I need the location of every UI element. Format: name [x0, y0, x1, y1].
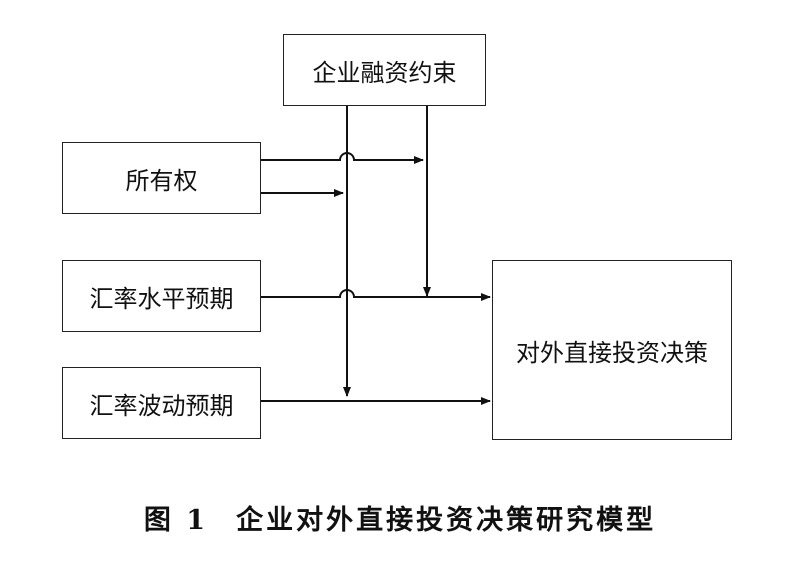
node-exchange-volatility-expectation: 汇率波动预期 — [62, 367, 261, 439]
node-ownership: 所有权 — [62, 142, 261, 214]
arrow-ownership-to-constraint-path — [261, 152, 424, 164]
node-financing-constraint: 企业融资约束 — [283, 34, 486, 106]
figure-caption: 图 1 企业对外直接投资决策研究模型 — [0, 498, 800, 537]
node-financing-constraint-label: 企业融资约束 — [312, 58, 457, 87]
node-ofdi-decision-label: 对外直接投资决策 — [516, 338, 708, 367]
figure-label: 图 1 — [143, 505, 209, 536]
arrow-level-to-decision — [261, 289, 491, 301]
node-exchange-level-label: 汇率水平预期 — [89, 284, 234, 313]
node-exchange-level-expectation: 汇率水平预期 — [62, 260, 261, 332]
node-ownership-label: 所有权 — [125, 166, 198, 195]
node-ofdi-decision: 对外直接投资决策 — [492, 260, 732, 440]
node-exchange-volatility-label: 汇率波动预期 — [89, 391, 234, 420]
figure-title: 企业对外直接投资决策研究模型 — [236, 505, 657, 536]
